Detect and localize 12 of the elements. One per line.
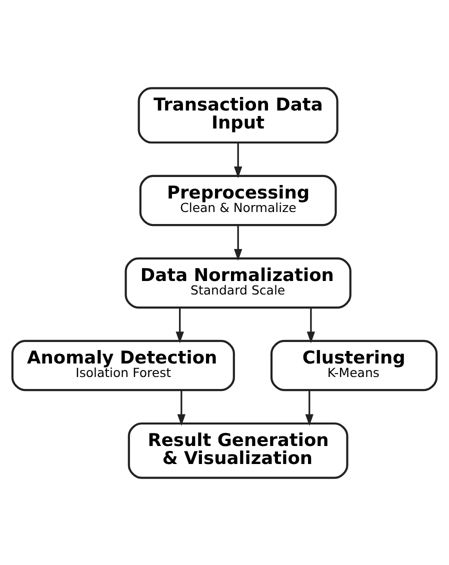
node-box: Result Generation & Visualization [128, 422, 348, 478]
arrow [177, 390, 186, 426]
arrow [306, 307, 316, 343]
arrow [305, 390, 314, 426]
arrow [234, 142, 242, 178]
arrow [234, 224, 242, 260]
node-box: Transaction Data Input [138, 86, 338, 144]
arrow [176, 307, 184, 343]
node-box: Data Normalization Standard Scale [124, 256, 352, 308]
node-box: Clustering K-Means [270, 339, 438, 391]
node-box: Preprocessing Clean & Normalize [139, 174, 337, 226]
node-box: Anomaly Detection Isolation Forest [11, 339, 235, 391]
